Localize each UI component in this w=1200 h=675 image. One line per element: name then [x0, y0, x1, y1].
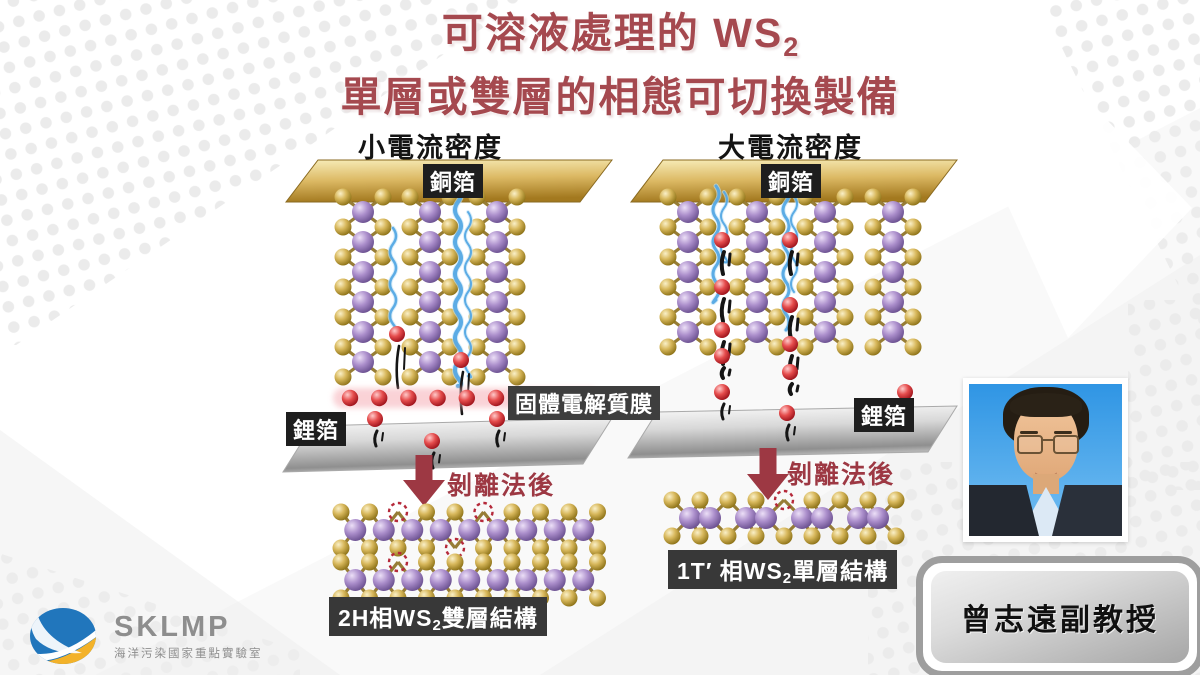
- photo-eyebrow: [1020, 431, 1038, 434]
- left-electrolyte-squiggles: [387, 183, 473, 389]
- exfoliation-label-left: 剝離法後: [447, 472, 556, 500]
- professor-name: 曾志遠副教授: [931, 571, 1189, 663]
- left-ws2-stack-lattice: [334, 188, 526, 386]
- photo-eyebrow: [1054, 431, 1072, 434]
- photo-suit: [969, 485, 1040, 536]
- solid-electrolyte-membrane-label: 固體電解質膜: [508, 386, 661, 420]
- heading-large-current-density: 大電流密度: [718, 133, 863, 163]
- halftone-dots-right-edge: [1128, 300, 1200, 490]
- right-exfoliation-arrow: [747, 448, 789, 500]
- photo-hair-fringe: [1010, 393, 1082, 417]
- heading-small-current-density: 小電流密度: [358, 133, 503, 163]
- result-label-2h-bilayer: 2H相WS2雙層結構: [329, 597, 547, 636]
- left-result-lattice: [332, 501, 606, 607]
- left-exfoliation-arrow: [403, 455, 445, 506]
- photo-glasses-bridge: [1041, 439, 1053, 441]
- right-ws2-stack-lattice: [659, 188, 922, 356]
- right-electrolyte-squiggles: [710, 183, 799, 333]
- sklmp-logo: SKLMP 海洋污染國家重點實驗室: [24, 603, 263, 669]
- photo-glasses-lens: [1053, 435, 1079, 454]
- copper-foil-label-left: 銅箔: [423, 164, 484, 198]
- left-intercalated-li-ions: [389, 326, 470, 416]
- photo-neck: [1033, 474, 1059, 494]
- logo-org-name: 海洋污染國家重點實驗室: [114, 647, 263, 660]
- title-line-2: 單層或雙層的相態可切換製備: [340, 74, 900, 120]
- professor-name-plate: 曾志遠副教授: [916, 556, 1200, 675]
- photo-suit: [1051, 485, 1122, 536]
- photo-glasses-lens: [1017, 435, 1043, 454]
- page-title: 可溶液處理的 WS2 單層或雙層的相態可切換製備: [150, 8, 1090, 122]
- copper-foil-label-right: 銅箔: [761, 164, 822, 198]
- right-result-lattice: [663, 489, 905, 545]
- title-line-1: 可溶液處理的 WS2: [441, 10, 799, 62]
- sklmp-logo-mark: [30, 608, 96, 664]
- lithium-foil-label-right: 鋰箔: [854, 398, 915, 432]
- exfoliation-label-right: 剝離法後: [787, 461, 896, 489]
- lithium-foil-label-left: 鋰箔: [286, 412, 347, 446]
- right-intercalated-li-ions: [714, 232, 800, 396]
- result-label-1t-monolayer: 1T′ 相WS2單層結構: [668, 550, 898, 589]
- professor-portrait-photo: [963, 378, 1128, 542]
- left-released-li-ions: [367, 411, 506, 470]
- logo-acronym: SKLMP: [114, 610, 231, 643]
